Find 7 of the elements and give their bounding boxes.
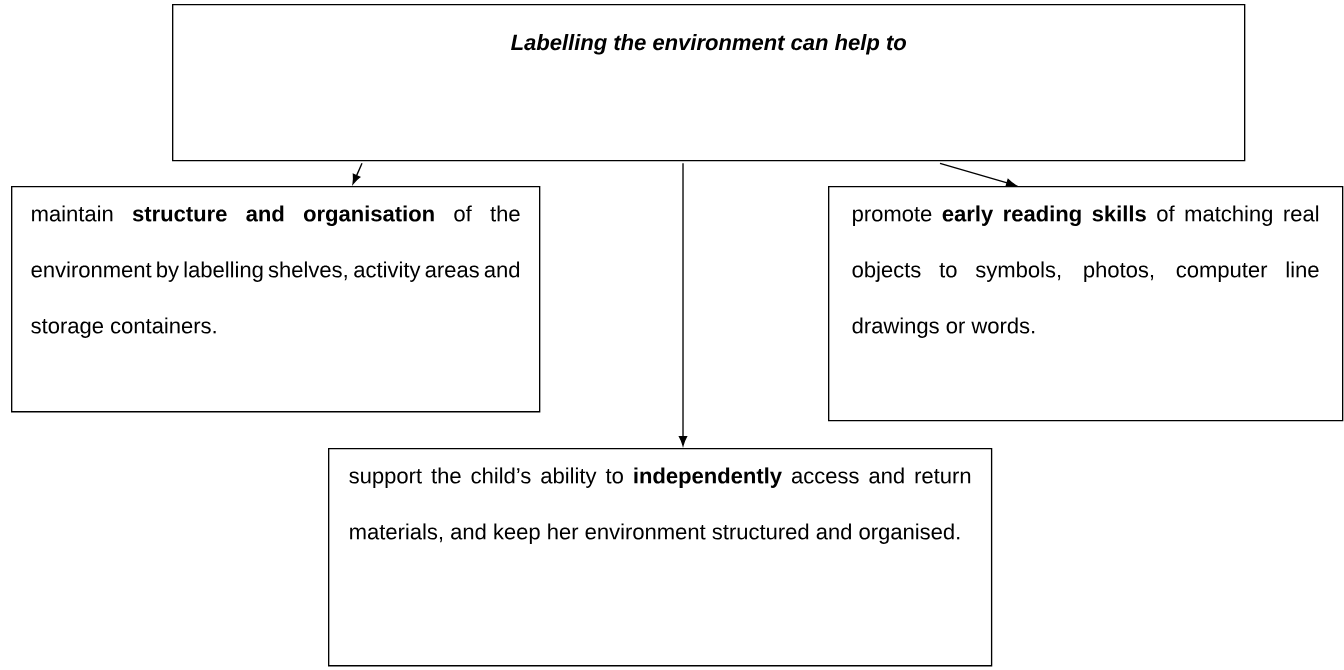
text-box: promote early reading skills of matching real objects to symbols, photos, computer line drawings or words. xyxy=(828,186,1344,422)
title-box: Labelling the environment can help to xyxy=(172,4,1246,162)
text-box: maintain structure and organisation of the environment by labelling shelves, activity areas and storage containers. xyxy=(11,186,541,413)
arrow xyxy=(678,162,688,446)
arrow xyxy=(352,162,363,185)
arrow xyxy=(939,162,1017,187)
text-box: support the child’s ability to independently access and return materials, and keep her environment structured and organised. xyxy=(328,448,993,667)
